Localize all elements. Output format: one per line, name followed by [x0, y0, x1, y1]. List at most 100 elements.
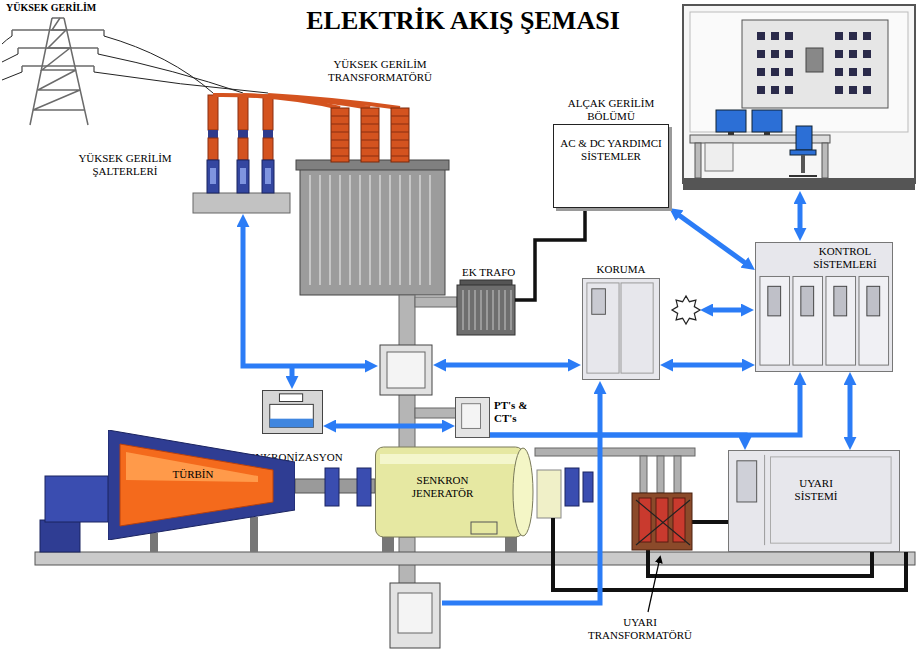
signal-arrows-part [712, 308, 742, 313]
control-room-part [790, 150, 816, 155]
control-cabinet-drawing-part [801, 286, 814, 316]
control-room-part-part [771, 50, 779, 58]
control-room-part-part [757, 32, 765, 40]
protection-cabinet: KORUMA [582, 278, 660, 380]
instrument-transformer-box-drawing-part [462, 404, 481, 429]
synchronizer-unit-drawing-part [279, 394, 302, 402]
overhead-wires-part [2, 36, 22, 80]
turbine-shape-drawing-part [126, 452, 258, 482]
excitation-wiring-part [657, 456, 664, 493]
part-label: YÜKSEK GERİLİM ŞALTERLERİ [65, 152, 185, 178]
protection-cabinet-drawing-part [592, 289, 606, 314]
turbine-shape-drawing-part [108, 430, 295, 540]
switchgear-part [263, 130, 273, 138]
machine-train-part [505, 537, 517, 552]
control-room-part-part [785, 32, 793, 40]
switchgear-part [240, 168, 246, 184]
signal-connector [490, 384, 800, 435]
diagram-title: ELEKTRİK AKIŞ ŞEMASI [306, 6, 620, 36]
excitation-transformer-part [632, 493, 692, 550]
switchgear-part [208, 95, 218, 130]
switchgear [193, 95, 290, 213]
box-text: TÜRBİN [158, 468, 228, 481]
control-room-part [690, 12, 908, 132]
signal-connector [335, 424, 443, 429]
control-room-part [716, 110, 746, 132]
excitation-transformer [632, 493, 692, 550]
excitation-cabinet: UYARI SİSTEMİ [728, 450, 900, 552]
control-room-part-part [757, 86, 765, 94]
box-heading: ALÇAK GERİLİM BÖLÜMÜ [555, 97, 667, 123]
auxiliary-transformer [457, 280, 515, 335]
hv-transformer-part [310, 175, 430, 285]
control-room-part-part [771, 32, 779, 40]
machine-train-part [357, 468, 371, 506]
machine-train-part [565, 468, 579, 506]
machine-train-part [40, 520, 80, 552]
transmission-tower-part [33, 18, 84, 110]
machine-train-part [45, 476, 108, 522]
switchgear-part [238, 130, 248, 138]
machine-train-part [35, 552, 915, 565]
control-room-part [752, 110, 782, 132]
generator-shape: SENKRON JENERATÖR [375, 446, 535, 538]
control-room-part-part [849, 86, 857, 94]
switchgear-part [265, 168, 271, 184]
box-text: KONTROL SİSTEMLERİ [800, 245, 890, 271]
control-cabinet: KONTROL SİSTEMLERİ [755, 242, 893, 372]
switchgear-part [208, 138, 218, 160]
control-room-part [742, 20, 888, 108]
neutral-box-part [398, 593, 432, 633]
breaker-box [380, 345, 432, 395]
control-room-part-part [785, 86, 793, 94]
hv-transformer-part [300, 165, 445, 295]
turbine-shape-drawing [108, 430, 295, 540]
signal-arrows-part [243, 226, 366, 366]
box-text: AC & DC YARDIMCI SİSTEMLER [554, 125, 668, 163]
control-room-part [764, 132, 770, 135]
control-room-part [683, 178, 915, 190]
box-text: SENKRON JENERATÖR [400, 474, 485, 500]
overhead-wires-part [94, 72, 268, 93]
transmission-tower-part [30, 18, 88, 125]
control-room-part-part [863, 68, 871, 76]
aux-cable [515, 208, 585, 300]
control-room [683, 5, 915, 190]
signal-arrows-part [445, 363, 569, 368]
busbar-part [415, 408, 457, 418]
transmission-tower-part [12, 30, 104, 72]
control-room-part [801, 155, 805, 173]
switchgear-part [238, 95, 248, 130]
switchgear-part [238, 138, 248, 160]
switchgear-part [262, 160, 274, 193]
leader-line [648, 562, 659, 612]
signal-connector [490, 435, 745, 438]
generator-shape-drawing-part [471, 522, 497, 534]
box-text: PT's & CT's [494, 399, 540, 425]
box-text: UYARI SİSTEMİ [781, 477, 851, 503]
machine-train-part [150, 533, 158, 552]
control-room-part [683, 5, 915, 183]
busbar [399, 295, 457, 585]
generator-shape-drawing-part [380, 454, 518, 464]
machine-train-part [325, 468, 339, 506]
switchgear-part [263, 138, 273, 160]
turbine-shape: TÜRBİN [108, 430, 295, 540]
control-room-part-part [863, 86, 871, 94]
control-room-part-part [835, 50, 843, 58]
control-room-part-part [785, 68, 793, 76]
synchronizer-unit: SENKRONİZASYON [262, 390, 323, 434]
control-room-part-part [863, 50, 871, 58]
control-room-part [822, 143, 828, 178]
control-room-part-part [835, 86, 843, 94]
control-room-part [728, 132, 734, 135]
control-cabinet-drawing-part [826, 276, 856, 365]
control-room-part-part [785, 50, 793, 58]
generator-shape-drawing-part [376, 447, 524, 537]
control-cabinet-drawing-part [768, 286, 781, 316]
part-label: EK TRAFO [462, 266, 515, 279]
part-label: YÜKSEK GERİLİM [6, 2, 96, 14]
switchgear-part [208, 130, 218, 138]
part-label: YÜKSEK GERİLİM TRANSFORMATÖRÜ [315, 58, 445, 84]
instrument-transformer-box: PT's & CT's [455, 397, 490, 438]
